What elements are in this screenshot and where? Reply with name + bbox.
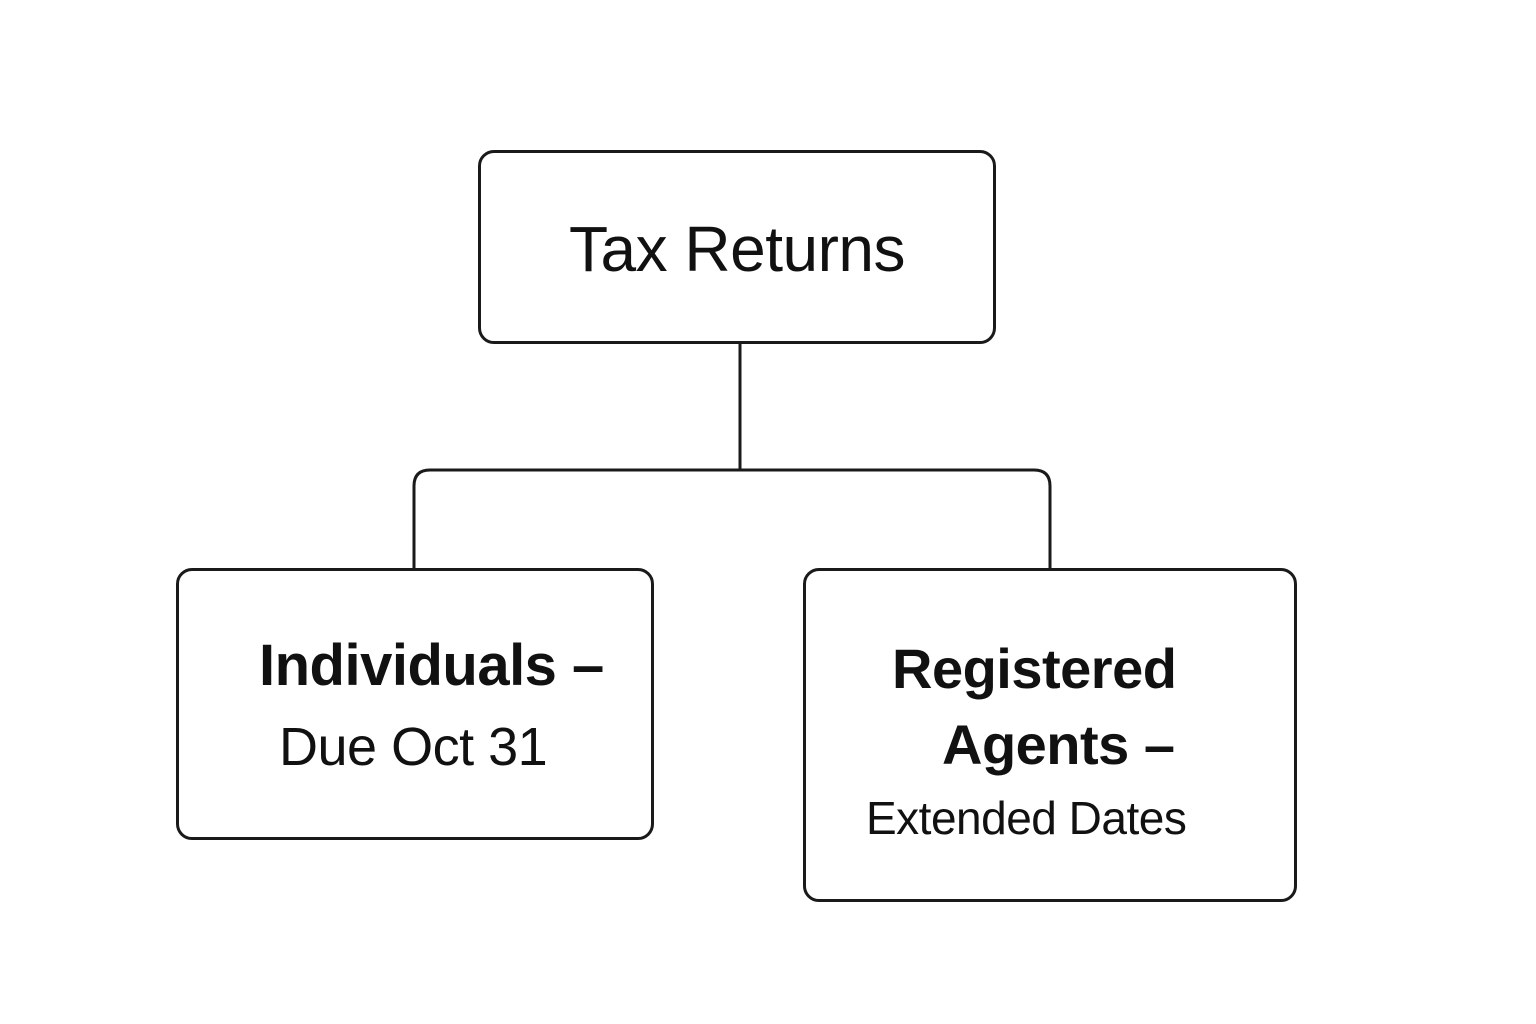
node-individuals-title: Individuals – xyxy=(259,633,604,698)
node-root-label: Tax Returns xyxy=(569,213,905,285)
node-registered-agents-title-line2: Agents – xyxy=(942,713,1175,776)
node-tax-returns: Tax Returns xyxy=(478,150,996,344)
connector-branch-bar xyxy=(412,468,1052,568)
node-individuals: Individuals – Due Oct 31 xyxy=(176,568,654,840)
node-registered-agents: Registered Agents – Extended Dates xyxy=(803,568,1297,902)
node-registered-agents-title-line1: Registered xyxy=(892,637,1177,700)
node-individuals-due-date: Due Oct 31 xyxy=(279,717,548,777)
node-registered-agents-extended-dates: Extended Dates xyxy=(866,792,1187,844)
